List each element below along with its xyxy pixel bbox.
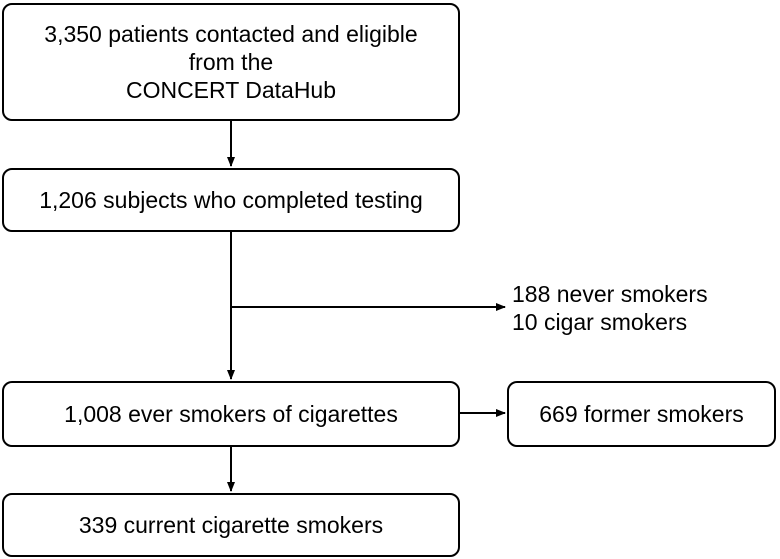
excluded-never-smokers: 188 never smokers [512, 281, 708, 307]
eligible-line-1: 3,350 patients contacted and eligible [44, 21, 418, 47]
eligible-line-2: from the [188, 49, 274, 75]
ever-smokers-label: 1,008 ever smokers of cigarettes [64, 401, 398, 427]
excluded-cigar-smokers: 10 cigar smokers [512, 309, 688, 335]
completed-testing-label: 1,206 subjects who completed testing [39, 187, 423, 213]
box-current-smokers: 339 current cigarette smokers [2, 493, 460, 557]
box-ever-smokers: 1,008 ever smokers of cigarettes [2, 381, 460, 447]
former-smokers-label: 669 former smokers [539, 401, 744, 427]
box-eligible-patients: 3,350 patients contacted and eligible fr… [2, 3, 460, 121]
box-former-smokers: 669 former smokers [507, 381, 776, 447]
box-completed-testing: 1,206 subjects who completed testing [2, 168, 460, 232]
current-smokers-label: 339 current cigarette smokers [78, 512, 384, 538]
eligible-line-3: CONCERT DataHub [125, 77, 337, 103]
